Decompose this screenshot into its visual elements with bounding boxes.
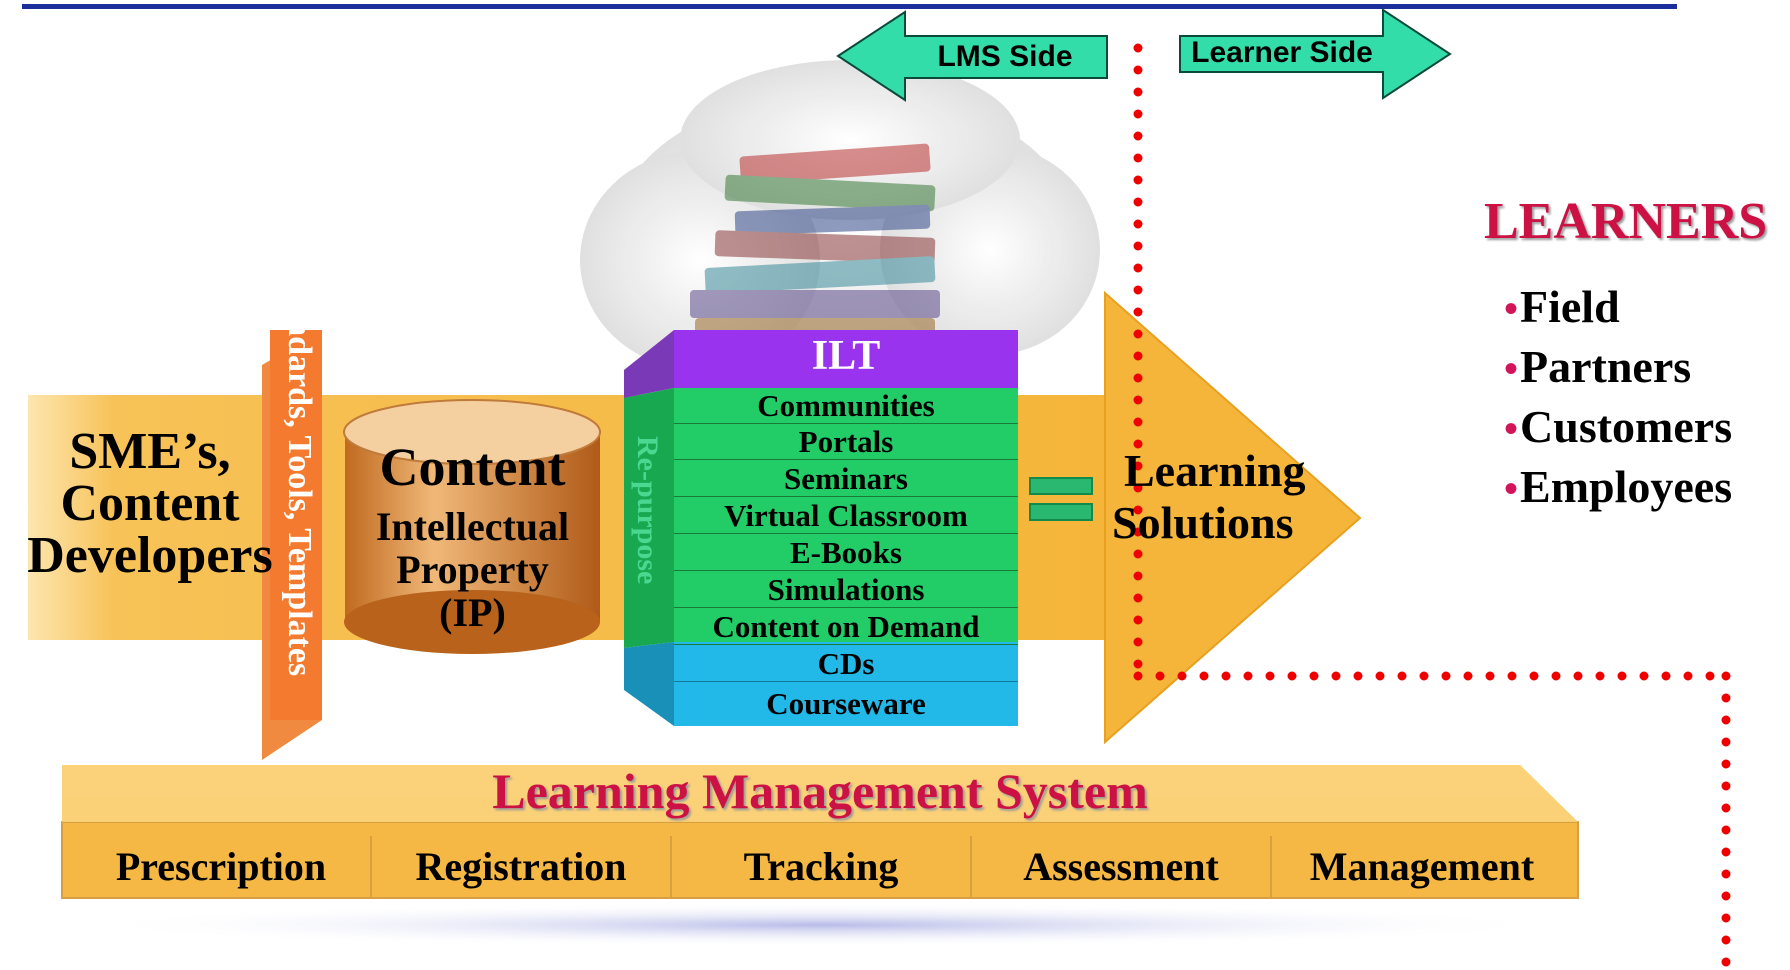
sme-label: SME’s, Content Developers <box>10 426 290 582</box>
stack-side-green <box>624 388 674 648</box>
stack-item: Content on Demand <box>674 609 1018 645</box>
stack-item: Communities <box>674 388 1018 424</box>
bullet-icon: • <box>1504 346 1519 391</box>
sme-label-line-1: SME’s, <box>69 423 231 480</box>
bullet-icon: • <box>1504 406 1519 451</box>
stack-item: Seminars <box>674 461 1018 497</box>
lms-side-label: LMS Side <box>937 40 1073 73</box>
content-subtitle-line-2: Property <box>396 547 549 592</box>
repurpose-label: Re-purpose <box>631 436 664 585</box>
stack-item: CDs <box>674 646 1018 682</box>
stack-ilt: ILT <box>811 333 881 379</box>
stack-side-blue <box>624 642 674 726</box>
lms-module: Tracking <box>672 836 972 898</box>
learner-item: •Employees <box>1504 460 1732 513</box>
content-subtitle-line-3: (IP) <box>439 590 506 635</box>
learning-solutions-line-1: Learning <box>1124 445 1306 496</box>
content-title: Content <box>379 437 566 497</box>
learner-side-arrow <box>1179 8 1452 100</box>
stack-item: Courseware <box>766 686 926 721</box>
lms-module: Prescription <box>72 836 372 898</box>
stack-side-purple <box>624 330 674 398</box>
top-rule <box>22 4 1677 9</box>
equals-sign <box>1029 477 1093 521</box>
learners-title: LEARNERS <box>1484 193 1768 250</box>
stack-blue-face <box>674 642 1018 726</box>
stack-ilt-face <box>674 330 1018 388</box>
learner-item: •Field <box>1504 280 1620 333</box>
lms-module: Registration <box>372 836 672 898</box>
content-cylinder <box>343 399 601 654</box>
stack-item: Simulations <box>674 572 1018 608</box>
stack-item: Portals <box>674 424 1018 460</box>
bullet-icon: • <box>1504 466 1519 511</box>
content-subtitle: Intellectual Property (IP) <box>340 505 605 634</box>
standards-label: Standards, Tools, Templates <box>281 270 318 677</box>
learner-item-label: Customers <box>1520 401 1733 452</box>
lms-bar <box>61 765 1579 899</box>
learning-solutions-label: Learning Solutions <box>1112 445 1305 549</box>
learner-item-label: Field <box>1520 281 1620 332</box>
bullet-icon: • <box>1504 286 1519 331</box>
lms-side-arrow <box>836 10 1108 102</box>
lms-shadow <box>80 903 1560 947</box>
sme-label-line-3: Developers <box>27 527 273 584</box>
learner-item: •Partners <box>1504 340 1691 393</box>
arrow-head <box>1104 290 1362 745</box>
lms-title: Learning Management System <box>492 763 1148 819</box>
stack-item: E-Books <box>674 535 1018 571</box>
stack-item: Virtual Classroom <box>674 498 1018 534</box>
lms-module: Assessment <box>972 836 1272 898</box>
sme-label-line-2: Content <box>60 475 240 532</box>
lms-module: Management <box>1309 844 1535 889</box>
stack-green-face <box>674 388 1018 642</box>
learner-item-label: Employees <box>1520 461 1733 512</box>
learning-solutions-line-2: Solutions <box>1112 497 1294 548</box>
learner-item-label: Partners <box>1520 341 1692 392</box>
learner-side-label: Learner Side <box>1191 36 1373 69</box>
content-subtitle-line-1: Intellectual <box>375 504 570 549</box>
learner-item: •Customers <box>1504 400 1732 453</box>
